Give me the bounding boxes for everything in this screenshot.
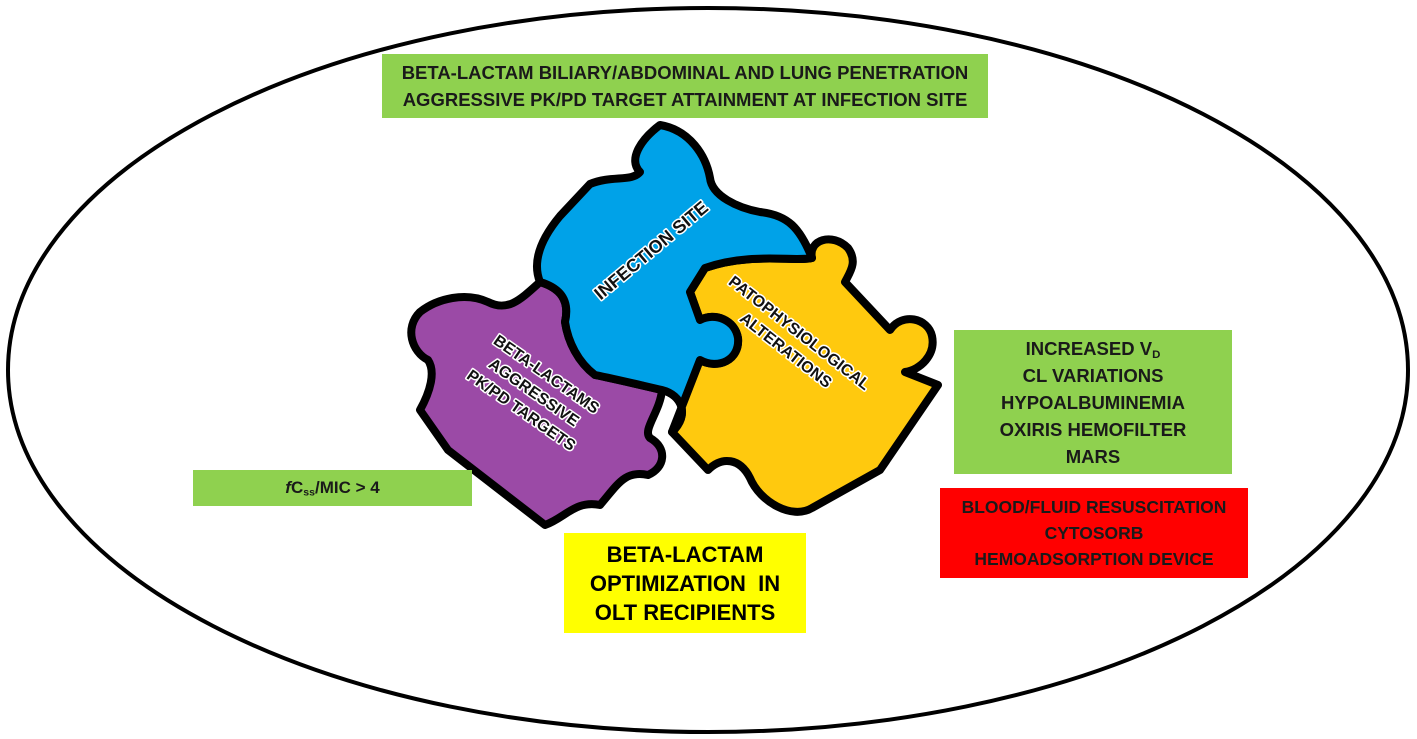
resuscitation-box: BLOOD/FLUID RESUSCITATION CYTOSORB HEMOA… xyxy=(940,488,1248,578)
pkpd-rest: /MIC > 4 xyxy=(314,478,380,497)
pkpd-target-box: fCss/MIC > 4 xyxy=(193,470,472,506)
right-box-vd-sub: D xyxy=(1152,348,1161,361)
center-box-line2: OPTIMIZATION IN xyxy=(589,570,781,596)
top-box-line2: AGGRESSIVE PK/PD TARGET ATTAINMENT AT IN… xyxy=(402,89,968,110)
pkpd-f: f xyxy=(285,478,291,497)
optimization-title-box: BETA-LACTAM OPTIMIZATION IN OLT RECIPIEN… xyxy=(564,533,806,633)
center-box-line3: OLT RECIPIENTS xyxy=(594,599,776,625)
red-box-line1: BLOOD/FLUID RESUSCITATION xyxy=(961,497,1227,517)
top-box-line1: BETA-LACTAM BILIARY/ABDOMINAL AND LUNG P… xyxy=(401,62,969,83)
right-box-line5: MARS xyxy=(1065,445,1121,467)
center-box-line1: BETA-LACTAM xyxy=(606,541,764,567)
red-box-line3: HEMOADSORPTION DEVICE xyxy=(974,549,1214,569)
right-box-line2: CL VARIATIONS xyxy=(1022,364,1164,386)
right-box-vd-prefix: INCREASED V xyxy=(1025,337,1153,359)
right-box-line4: OXIRIS HEMOFILTER xyxy=(999,418,1187,440)
pkpd-target-formula: fCss/MIC > 4 xyxy=(285,478,379,498)
pathophysiology-factors-box: INCREASED VD CL VARIATIONS HYPOALBUMINEM… xyxy=(954,330,1232,474)
right-box-vd-line: INCREASED VD xyxy=(1026,335,1161,362)
red-box-line2: CYTOSORB xyxy=(1044,523,1144,543)
puzzle-piece-blue xyxy=(532,121,816,436)
top-penetration-box: BETA-LACTAM BILIARY/ABDOMINAL AND LUNG P… xyxy=(382,54,988,118)
right-box-line3: HYPOALBUMINEMIA xyxy=(1001,391,1185,413)
pkpd-sub: ss xyxy=(303,486,315,499)
pkpd-c: C xyxy=(290,478,304,497)
